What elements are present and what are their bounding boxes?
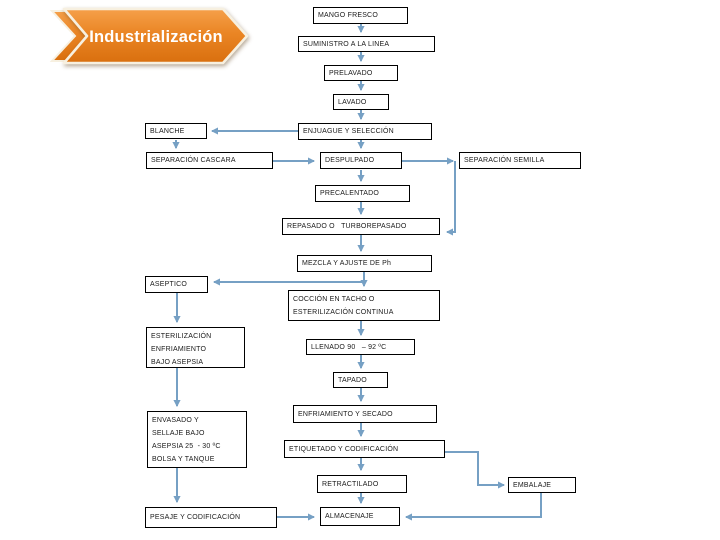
- node-repasado: REPASADO O TURBOREPASADO: [282, 218, 440, 235]
- node-separacion-semilla: SEPARACIÓN SEMILLA: [459, 152, 581, 169]
- arrow-sepsemilla-to-repasado: [445, 161, 456, 236]
- node-enjuague: ENJUAGUE Y SELECCIÓN: [298, 123, 432, 140]
- node-mezcla-ajuste-ph: MEZCLA Y AJUSTE DE Ph: [297, 255, 432, 272]
- node-retractilado: RETRACTILADO: [317, 475, 407, 493]
- chevron-body: [62, 7, 249, 65]
- industrializacion-banner: Industrialización: [49, 7, 249, 65]
- node-enfriamiento-secado: ENFRIAMIENTO Y SECADO: [293, 405, 437, 423]
- connectors: [172, 24, 542, 521]
- node-despulpado: DESPULPADO: [320, 152, 402, 169]
- node-tapado: TAPADO: [333, 372, 388, 388]
- node-precalentado: PRECALENTADO: [315, 185, 410, 202]
- chevron-shape: Industrialización: [49, 7, 249, 65]
- node-envasado: ENVASADO Y SELLAJE BAJO ASEPSIA 25 - 30 …: [147, 411, 247, 468]
- node-almacenaje: ALMACENAJE: [320, 507, 400, 526]
- node-embalaje: EMBALAJE: [508, 477, 576, 493]
- node-blanche: BLANCHE: [145, 123, 207, 139]
- node-separacion-cascara: SEPARACIÓN CASCARA: [146, 152, 273, 169]
- node-etiquetado: ETIQUETADO Y CODIFICACIÓN: [284, 440, 445, 458]
- node-lavado: LAVADO: [333, 94, 389, 110]
- banner-title: Industrialización: [89, 28, 223, 46]
- node-coccion: COCCIÓN EN TACHO O ESTERILIZACIÓN CONTIN…: [288, 290, 440, 321]
- node-prelavado: PRELAVADO: [324, 65, 398, 81]
- node-aseptico: ASEPTICO: [145, 276, 208, 293]
- node-suministro: SUMINISTRO A LA LINEA: [298, 36, 435, 52]
- node-esterilizacion: ESTERILIZACIÓN ENFRIAMIENTO BAJO ASEPSIA: [146, 327, 245, 368]
- node-llenado: LLENADO 90 – 92 ºC: [306, 339, 415, 355]
- arrow-etiquetado-to-embalaje: [445, 451, 506, 489]
- node-pesaje: PESAJE Y CODIFICACIÓN: [145, 507, 277, 528]
- node-mango-fresco: MANGO FRESCO: [313, 7, 408, 24]
- arrow-embalaje-to-almacenaje: [404, 493, 542, 521]
